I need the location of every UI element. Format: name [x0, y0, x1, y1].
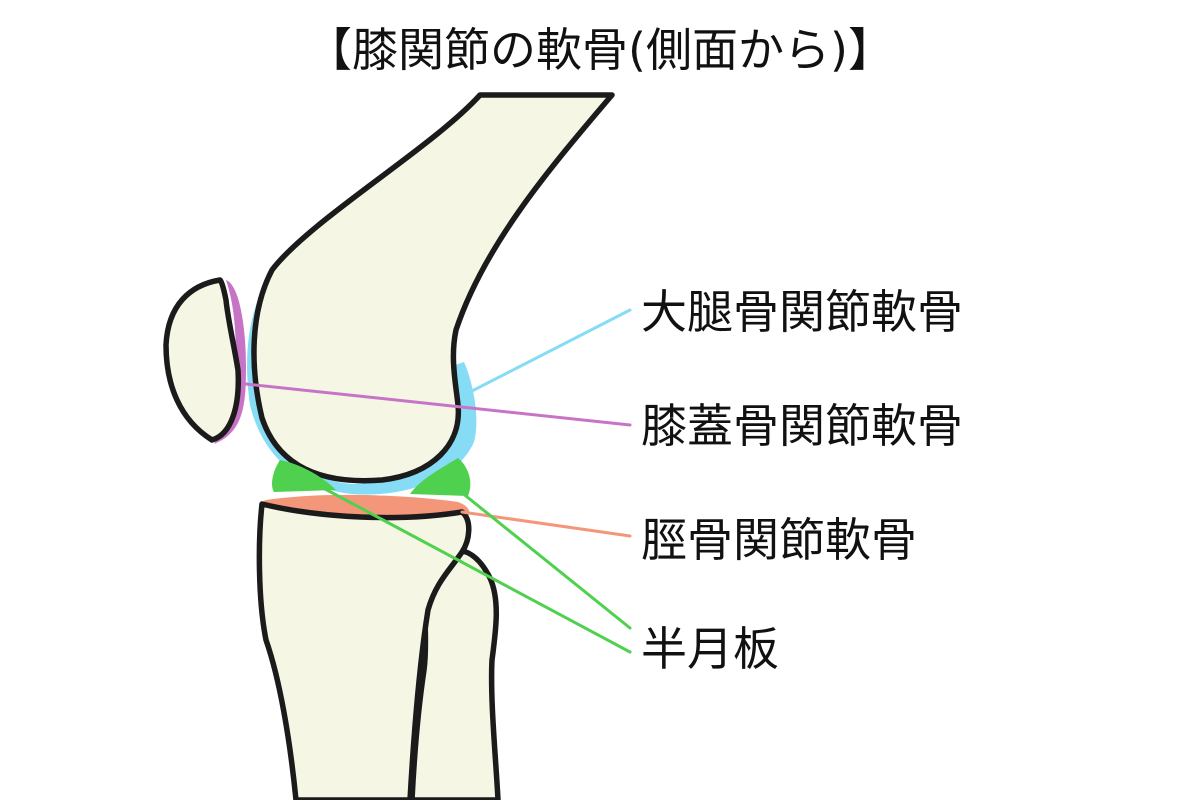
- tibia-bone: [256, 501, 472, 800]
- leader-meniscus-posterior: [454, 486, 632, 630]
- meniscus-anterior: [272, 460, 336, 492]
- patella-bone: [163, 277, 242, 443]
- femur-bone: [251, 92, 615, 484]
- meniscus-posterior: [410, 458, 471, 496]
- leader-patellar-cartilage: [244, 382, 632, 427]
- diagram-title: 【膝関節の軟骨(側面から)】: [306, 23, 894, 77]
- label-patellar-cartilage: 膝蓋骨関節軟骨: [641, 399, 963, 453]
- leader-meniscus-anterior: [310, 480, 632, 654]
- leader-tibial-cartilage: [460, 510, 632, 538]
- label-meniscus: 半月板: [641, 622, 779, 676]
- label-femoral-cartilage: 大腿骨関節軟骨: [641, 285, 963, 339]
- leader-femoral-cartilage: [468, 308, 632, 394]
- label-tibial-cartilage: 脛骨関節軟骨: [641, 513, 917, 567]
